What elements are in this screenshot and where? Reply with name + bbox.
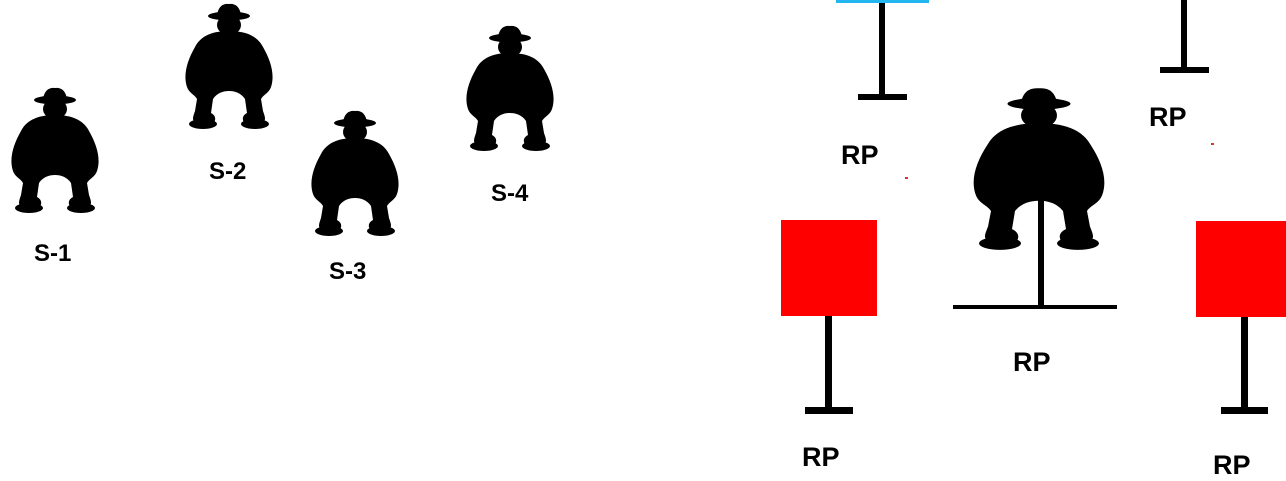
target-post-base [805, 407, 853, 414]
shooter-4-icon [458, 25, 562, 155]
rp-label-2: RP [1149, 102, 1187, 132]
center-post [1038, 198, 1044, 308]
target-post [1241, 317, 1248, 413]
red-steel-target-right [1196, 221, 1286, 317]
target-post-base [1221, 407, 1268, 414]
shooter-1-icon [3, 87, 107, 217]
shooter-2-icon [177, 3, 281, 133]
center-base-line [953, 305, 1117, 309]
target-post-base [858, 94, 907, 100]
shooter-3-label: S-3 [329, 258, 367, 285]
shooter-2-label: S-2 [209, 158, 247, 185]
rp-label-3: RP [802, 442, 840, 472]
rp-label-5: RP [1213, 450, 1251, 480]
shooter-3-icon [303, 110, 407, 240]
rp-label-4: RP [1013, 347, 1051, 377]
red-steel-target-left [781, 220, 877, 316]
speck [905, 177, 908, 179]
target-top-edge [836, 0, 929, 3]
speck [1211, 143, 1214, 145]
target-post [879, 3, 885, 99]
shooter-4-label: S-4 [491, 180, 529, 207]
shooter-1-label: S-1 [34, 240, 72, 267]
target-post [1181, 0, 1187, 72]
target-post [825, 316, 832, 412]
shooter-center-icon [964, 87, 1114, 255]
rp-label-1: RP [841, 140, 879, 170]
target-post-base [1160, 67, 1209, 73]
